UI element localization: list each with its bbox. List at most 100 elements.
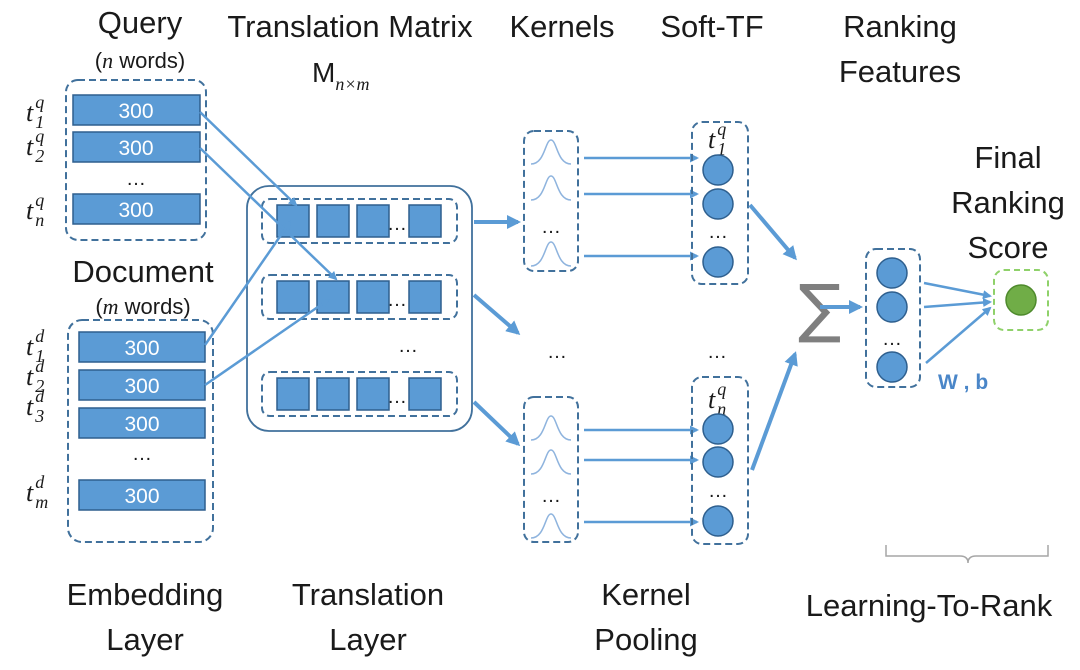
gaussian-kernel-icon <box>530 415 572 441</box>
gaussian-kernel-icon <box>530 175 572 201</box>
matrix-row-ellipsis: … <box>387 386 407 408</box>
query-embedding-group <box>65 79 207 241</box>
embedding-dim-label: 300 <box>118 100 153 123</box>
translation-row <box>261 198 458 244</box>
gaussian-kernel-icon <box>530 513 572 539</box>
matrix-row-ellipsis: … <box>387 213 407 235</box>
softtf-to-sum-arrows <box>748 203 798 471</box>
ranking-feature-node <box>876 257 908 289</box>
ranking-features-header-line2: Features <box>839 54 961 89</box>
arrow <box>923 298 992 309</box>
final-score-node <box>1005 284 1037 316</box>
kernel-pooling-label-line2: Pooling <box>594 622 697 657</box>
ranking-features-ellipsis: … <box>882 328 902 350</box>
softtf-group <box>691 121 749 285</box>
arrow <box>472 400 521 447</box>
matrix-cell <box>356 280 390 314</box>
matrix-cell <box>276 280 310 314</box>
document-embedding-group <box>67 319 214 543</box>
ranking-feature-node <box>876 291 908 323</box>
document-embedding-box <box>78 479 206 511</box>
kernels-header: Kernels <box>509 9 614 44</box>
learning-to-rank-label: Learning-To-Rank <box>806 588 1053 623</box>
ranking-features-group: … <box>865 248 921 388</box>
translation-row-2: … <box>261 274 458 320</box>
embedding-dim-label: 300 <box>118 137 153 160</box>
arrow <box>199 147 338 281</box>
arrow <box>203 220 292 346</box>
kernel-groups-ellipsis: … <box>547 341 567 363</box>
soft-tf-header: Soft-TF <box>660 9 763 44</box>
matrix-cell <box>408 204 442 238</box>
translation-layer-label-line1: Translation <box>292 577 444 612</box>
query-embedding-rows: 300 300 … 300 <box>72 94 201 225</box>
translation-layer-label-line2: Layer <box>329 622 407 657</box>
arrow <box>199 111 298 207</box>
ranking-feature-node <box>876 351 908 383</box>
kernel-to-softtf-arrows <box>584 153 699 527</box>
document-header: Document <box>72 254 214 289</box>
softtf-node <box>702 154 734 186</box>
matrix-cell <box>316 377 350 411</box>
arrow <box>748 203 797 261</box>
softtf-node <box>702 446 734 478</box>
softtf-node <box>702 505 734 537</box>
kernel-group-bottom: … <box>523 396 579 543</box>
arrow <box>472 293 521 335</box>
document-ellipsis: … <box>132 443 152 465</box>
translation-row <box>261 371 458 417</box>
final-score-box <box>993 269 1049 331</box>
kernel-group <box>523 396 579 543</box>
query-embedding-box <box>72 94 201 126</box>
embedding-to-matrix-arrows <box>199 111 338 387</box>
ranking-features-box <box>865 248 921 388</box>
query-header: Query <box>98 5 183 40</box>
embedding-dim-label: 300 <box>124 375 159 398</box>
matrix-rows-ellipsis: … <box>398 335 418 357</box>
matrix-cell <box>316 204 350 238</box>
translation-row-n: … <box>261 371 458 417</box>
matrix-cell <box>356 204 390 238</box>
arrow <box>750 351 798 471</box>
query-embedding-box <box>72 131 201 163</box>
kernel-group-top: … <box>523 130 579 272</box>
arrow <box>923 281 992 300</box>
document-subtitle: (m words) <box>95 294 190 319</box>
translation-matrix-container <box>246 185 473 432</box>
features-to-score-arrows <box>923 281 992 364</box>
gaussian-kernel-icon <box>530 139 572 165</box>
softtf-node <box>702 188 734 220</box>
ranking-features-header-line1: Ranking <box>843 9 957 44</box>
matrix-cell <box>356 377 390 411</box>
gaussian-kernel-icon <box>530 241 572 267</box>
matrix-to-kernel-arrows <box>472 215 521 447</box>
document-embedding-box <box>78 407 206 439</box>
matrix-cell <box>408 280 442 314</box>
softtf-ellipsis: … <box>708 221 728 243</box>
embedding-layer-label-line1: Embedding <box>67 577 224 612</box>
query-subtitle: (n words) <box>95 48 185 73</box>
softtf-node <box>702 246 734 278</box>
query-ellipsis: … <box>126 168 146 190</box>
kernel-pooling-label-line1: Kernel <box>601 577 691 612</box>
translation-row <box>261 274 458 320</box>
embedding-dim-label: 300 <box>118 199 153 222</box>
matrix-cell <box>276 377 310 411</box>
embedding-dim-label: 300 <box>124 413 159 436</box>
softtf-node <box>702 413 734 445</box>
document-embedding-rows: 300 300 300 … 300 <box>78 331 206 511</box>
final-score-header-line3: Score <box>968 230 1049 265</box>
final-score-header-line1: Final <box>974 140 1041 175</box>
arrow <box>925 306 992 364</box>
